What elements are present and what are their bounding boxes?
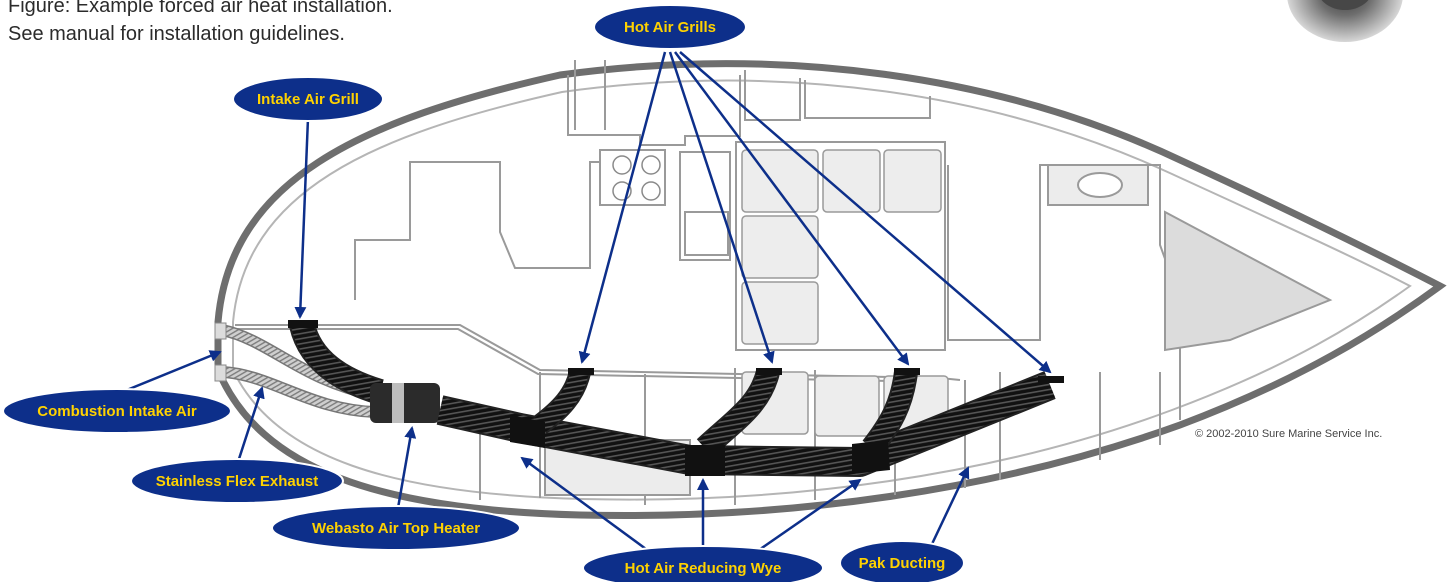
callout-combustion-intake-air: Combustion Intake Air (2, 388, 232, 434)
figure-caption: Figure: Example forced air heat installa… (8, 0, 393, 48)
callout-label: Pak Ducting (859, 555, 946, 572)
callout-label: Webasto Air Top Heater (312, 520, 480, 537)
copyright-notice: © 2002-2010 Sure Marine Service Inc. (1195, 428, 1383, 440)
callout-stainless-flex-exhaust: Stainless Flex Exhaust (130, 458, 344, 504)
callout-arrows (121, 51, 1052, 554)
callout-webasto-air-top-heater: Webasto Air Top Heater (271, 505, 521, 551)
callout-label: Combustion Intake Air (37, 403, 197, 420)
grill-photo (1287, 0, 1403, 42)
callout-hot-air-grills: Hot Air Grills (593, 4, 747, 50)
caption-line-1: Figure: Example forced air heat installa… (8, 0, 393, 17)
webasto-heater (370, 383, 440, 423)
callout-label: Stainless Flex Exhaust (156, 473, 319, 490)
callout-label: Intake Air Grill (257, 91, 359, 108)
callout-label: Hot Air Grills (624, 19, 716, 36)
intake-duct (288, 320, 384, 405)
callout-hot-air-reducing-wye: Hot Air Reducing Wye (582, 545, 824, 582)
callout-label: Hot Air Reducing Wye (625, 560, 782, 577)
callout-pak-ducting: Pak Ducting (839, 540, 965, 582)
main-ducting (436, 368, 1064, 477)
caption-line-2: See manual for installation guidelines. (8, 23, 345, 45)
callout-intake-air-grill: Intake Air Grill (232, 76, 384, 122)
